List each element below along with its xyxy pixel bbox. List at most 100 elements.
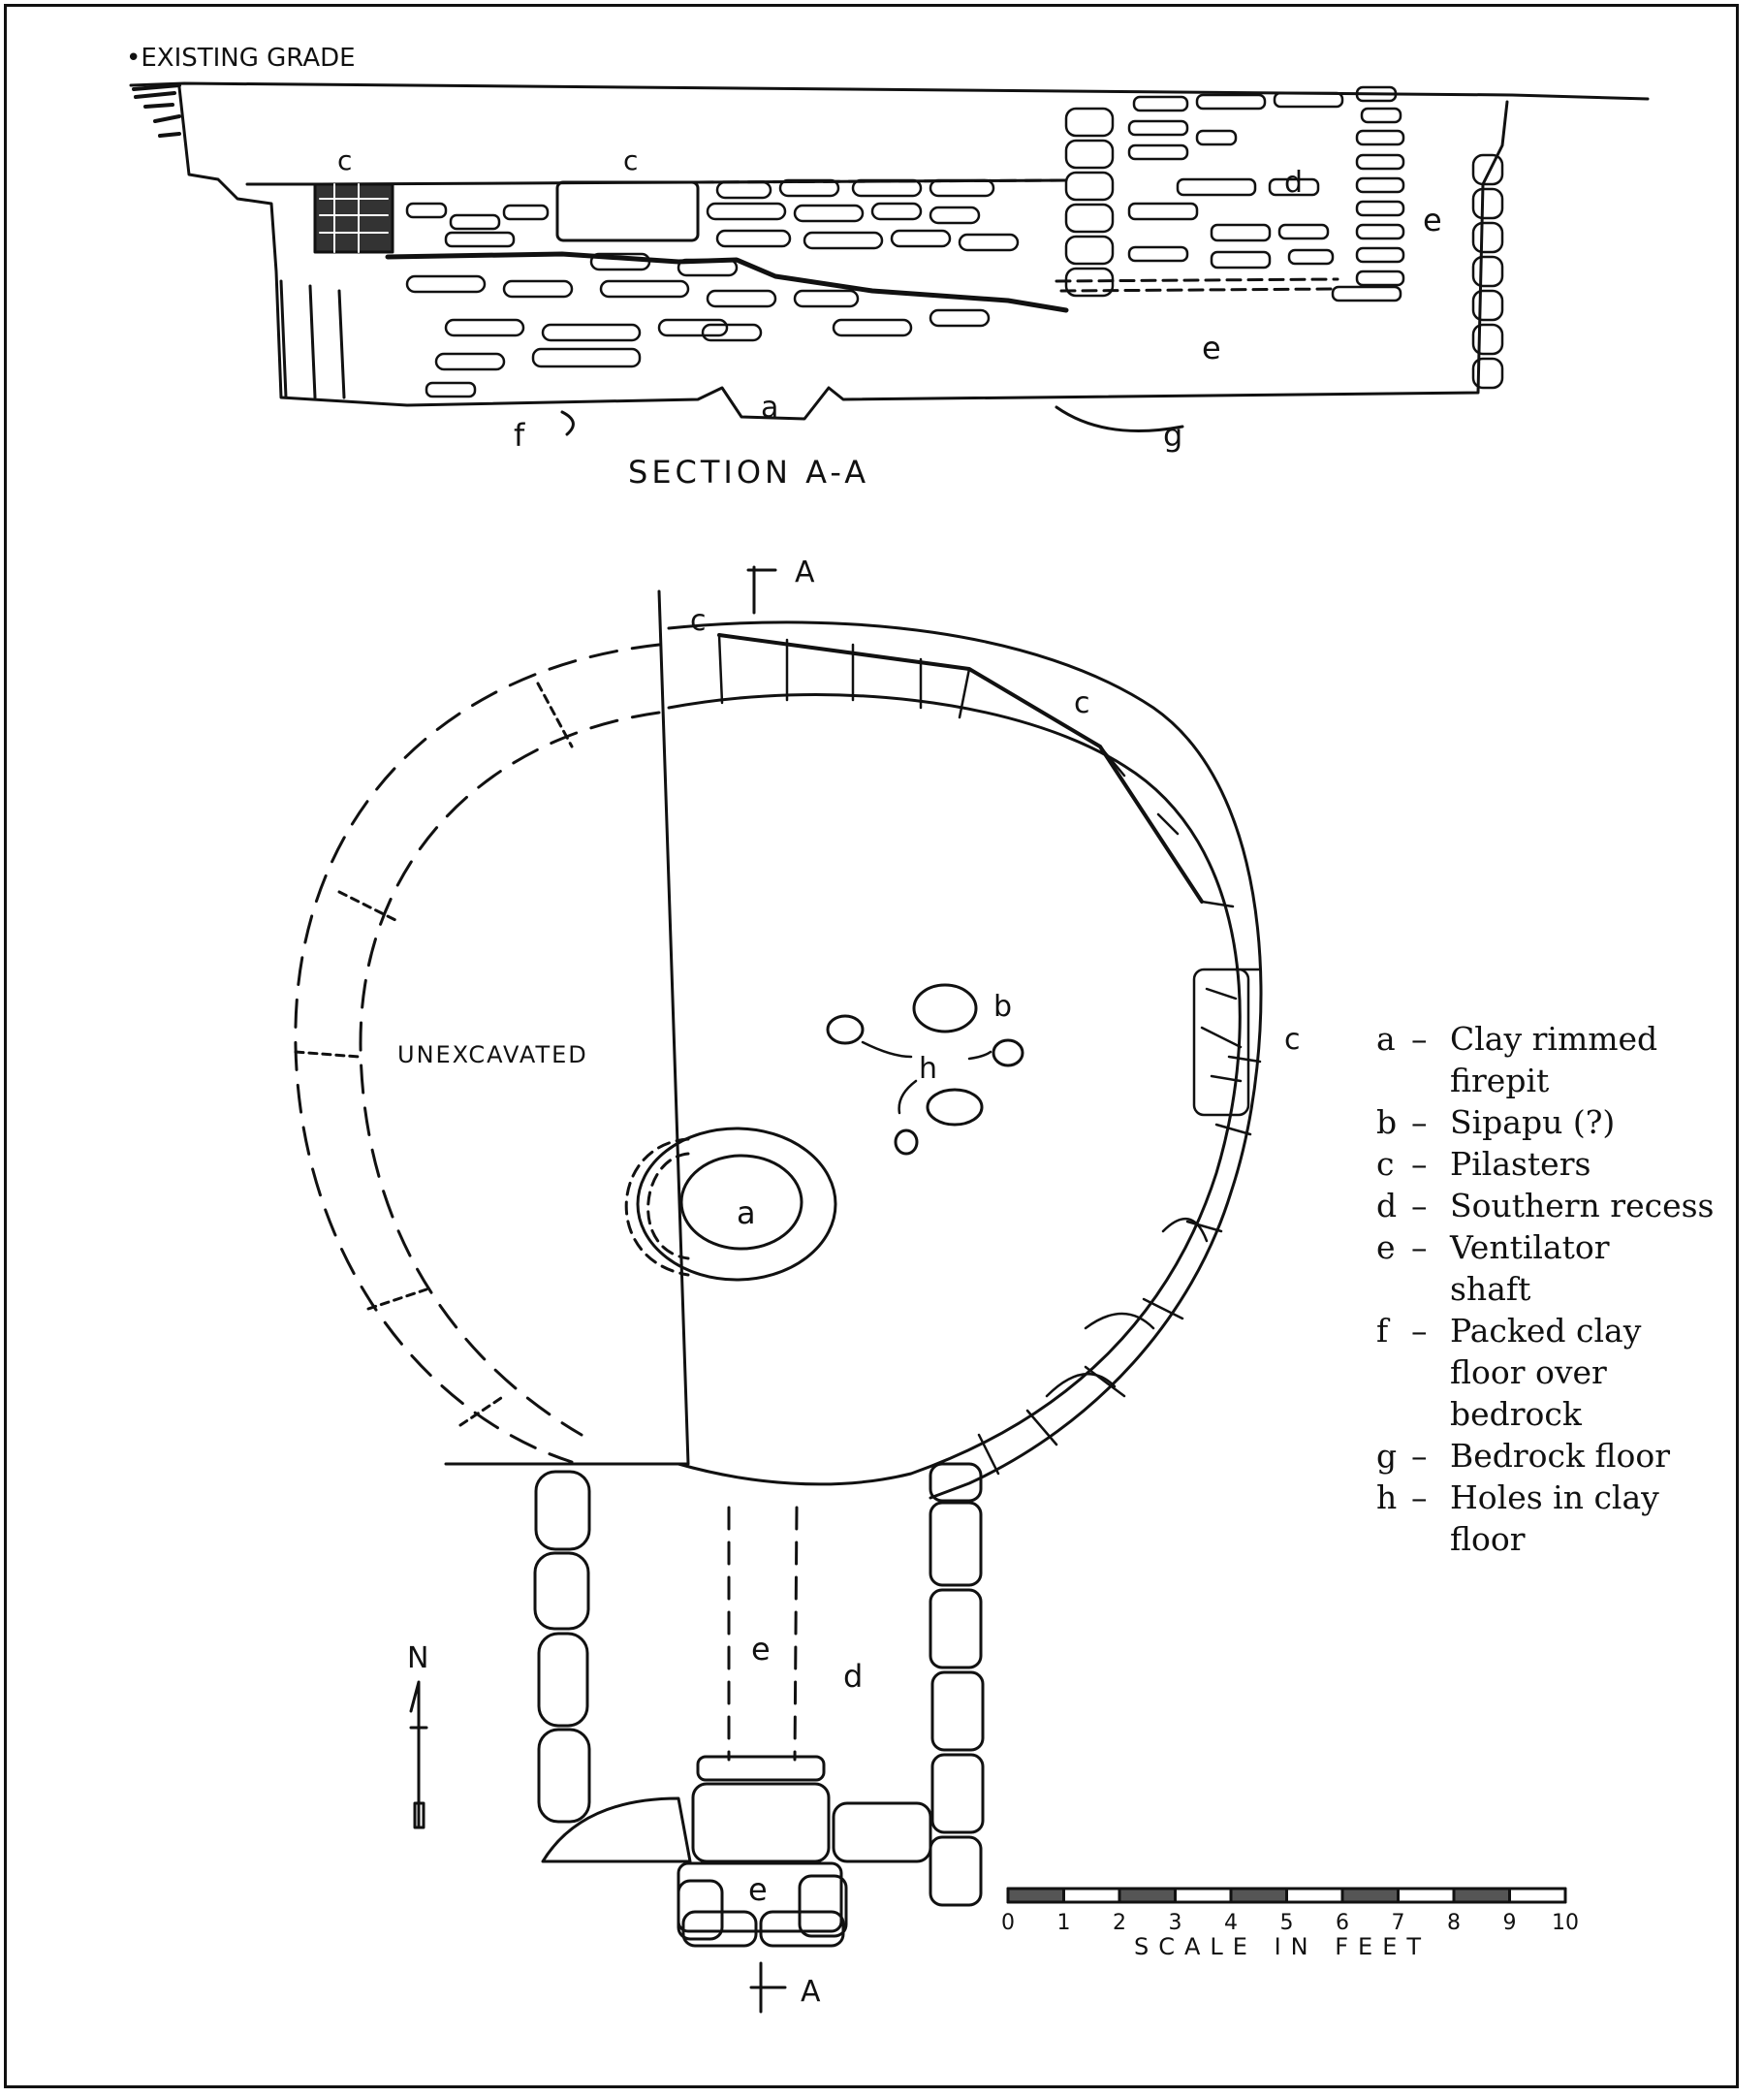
- scale-segment: [1118, 1887, 1177, 1904]
- north-label: N: [407, 1641, 428, 1675]
- legend-key: c: [1376, 1145, 1395, 1183]
- scale-segment: [1397, 1887, 1456, 1904]
- scale-tick-label: 2: [1113, 1911, 1126, 1935]
- section-marker-bottom-label: A: [801, 1975, 821, 2009]
- inner-step-line: [385, 251, 1069, 313]
- plan-label-c2: c: [1074, 686, 1090, 720]
- floor-hole-4: [894, 1128, 919, 1156]
- section-marker-top-label: A: [795, 556, 815, 589]
- section-title: SECTION A-A: [628, 454, 869, 491]
- unexcavated-inner-arc: [359, 711, 661, 1437]
- legend-text: Bedrock floor: [1450, 1437, 1671, 1475]
- ground-line: [129, 81, 1650, 101]
- section-masonry: [405, 178, 1020, 398]
- legend-dash: –: [1411, 1020, 1428, 1058]
- legend-dash: –: [1411, 1103, 1428, 1141]
- section-label-g: g: [1163, 417, 1182, 454]
- section-view: •EXISTING GRADE: [126, 44, 1650, 491]
- legend-text: Southern recess: [1450, 1187, 1715, 1224]
- scale-tick-label: 1: [1057, 1911, 1071, 1935]
- legend-key: h: [1376, 1478, 1398, 1516]
- unexcavated-outer-arc: [294, 643, 661, 1464]
- scale-tick-label: 10: [1552, 1911, 1579, 1935]
- scale-segment: [1285, 1887, 1344, 1904]
- scale-segment: [1062, 1887, 1121, 1904]
- scale-tick-label: 8: [1447, 1911, 1461, 1935]
- pilaster-center: [555, 180, 700, 242]
- section-f-curve: [560, 410, 575, 436]
- legend-item: g–Bedrock floor: [1376, 1435, 1745, 1477]
- legend-dash: –: [1411, 1312, 1428, 1350]
- firepit-outer-rim: [636, 1127, 837, 1282]
- section-label-e2: e: [1202, 330, 1221, 366]
- legend-key: e: [1376, 1228, 1396, 1266]
- unexcavated-ticks: [294, 682, 574, 1427]
- floor-hole-1: [826, 1014, 865, 1045]
- legend-dash: –: [1411, 1437, 1428, 1475]
- firepit-inner: [679, 1154, 803, 1251]
- legend-item: a–Clay rimmed firepit: [1376, 1018, 1745, 1101]
- scale-segment: [1174, 1887, 1233, 1904]
- plan-label-c3: c: [1284, 1023, 1301, 1057]
- scale-tick-label: 6: [1336, 1911, 1349, 1935]
- scale-tick-label: 0: [1001, 1911, 1015, 1935]
- plan-view: A: [294, 556, 1301, 2014]
- scale-title: SCALE IN FEET: [1134, 1933, 1431, 1960]
- existing-grade-label: •EXISTING GRADE: [126, 44, 356, 73]
- floor-hole-3: [926, 1088, 984, 1127]
- legend-dash: –: [1411, 1478, 1428, 1516]
- plan-label-h: h: [919, 1052, 937, 1086]
- firepit-unexcavated-arcs: [624, 1137, 690, 1277]
- scale-segment: [1006, 1887, 1065, 1904]
- unexcavated-label: UNEXCAVATED: [397, 1041, 588, 1068]
- legend-item: b–Sipapu (?): [1376, 1101, 1745, 1143]
- legend-item: e–Ventilator shaft: [1376, 1226, 1745, 1310]
- scale-segment: [1508, 1887, 1567, 1904]
- legend-item: h–Holes in clay floor: [1376, 1477, 1745, 1560]
- legend-key: g: [1376, 1437, 1398, 1475]
- north-arrow: N: [407, 1641, 428, 1829]
- legend-text: Pilasters: [1450, 1145, 1591, 1183]
- excavation-outline: [177, 85, 1509, 421]
- plan-label-e2: e: [748, 1871, 768, 1908]
- kiva-outer-wall: [667, 620, 1263, 1500]
- sipapu: [912, 983, 978, 1033]
- pilaster-left: [313, 182, 394, 254]
- section-label-c1: c: [337, 144, 352, 176]
- legend-key: b: [1376, 1103, 1398, 1141]
- legend-text: Holes in clay floor: [1450, 1478, 1659, 1558]
- scale-segment: [1340, 1887, 1400, 1904]
- scale-segment: [1229, 1887, 1288, 1904]
- legend-text: Packed clay floor over bedrock: [1450, 1312, 1642, 1433]
- section-marker-top: [746, 565, 777, 615]
- section-label-e1: e: [1423, 202, 1442, 238]
- plan-label-e1: e: [751, 1631, 771, 1668]
- legend-text: Ventilator shaft: [1450, 1228, 1610, 1308]
- plan-label-a: a: [737, 1194, 756, 1231]
- scale-tick-label: 9: [1503, 1911, 1517, 1935]
- hole-arrows: [861, 1040, 992, 1115]
- legend-key: d: [1376, 1187, 1398, 1224]
- excavation-limit-line: [444, 589, 690, 1466]
- kiva-wall-stones: [717, 633, 1262, 1476]
- recess-masonry: [1064, 85, 1405, 302]
- legend-text: Sipapu (?): [1450, 1103, 1616, 1141]
- grade-hatch: [132, 83, 181, 138]
- section-label-d: d: [1284, 166, 1303, 200]
- section-g-curve: [1055, 405, 1184, 432]
- scale-tick-label: 5: [1280, 1911, 1294, 1935]
- scale-tick-label: 4: [1224, 1911, 1238, 1935]
- recess-floor: [1055, 277, 1339, 293]
- legend-dash: –: [1411, 1228, 1428, 1266]
- legend-item: f–Packed clay floor over bedrock: [1376, 1310, 1745, 1435]
- scale-segment: [1452, 1887, 1511, 1904]
- section-label-c2: c: [623, 144, 638, 176]
- section-label-f: f: [514, 417, 525, 454]
- scale-tick-label: 3: [1169, 1911, 1182, 1935]
- section-left-wall: [279, 279, 346, 399]
- plan-label-d: d: [843, 1658, 863, 1695]
- legend-text: Clay rimmed firepit: [1450, 1020, 1658, 1099]
